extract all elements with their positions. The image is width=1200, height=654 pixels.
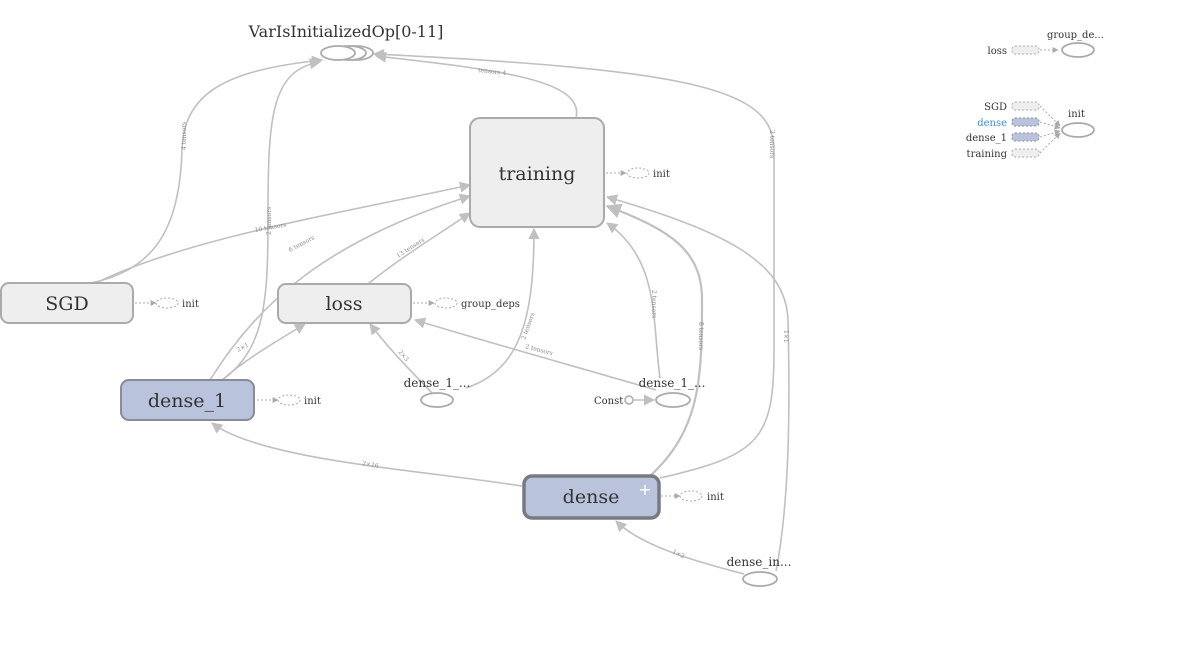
op-ellipse-dense-in [742, 571, 778, 587]
node-label-varisinitializedop: VarIsInitializedOp[0-11] [248, 22, 444, 41]
node-label-const: Const [594, 396, 623, 407]
node-label-dense: dense [563, 486, 620, 508]
aux-ellipse-dense-init [679, 490, 703, 502]
edge-d1b-loss [413, 317, 657, 391]
aux-label-loss-group: group_deps [461, 299, 520, 310]
edge-label-d1a-loss: 2×3 [396, 349, 410, 363]
edge-label-d1b-training: 2 tensors [650, 290, 657, 318]
aux-sgd-init[interactable]: init [155, 297, 199, 310]
aux-dense-init[interactable]: init [679, 490, 724, 503]
edge-loss-training [367, 212, 471, 285]
aux-label-training-init: init [653, 169, 670, 180]
aux-mini-box-dense-1[interactable] [1011, 132, 1040, 142]
edge-d1a-training [465, 227, 540, 389]
edge-dense-varis [372, 48, 775, 479]
edge-sgd-training [91, 181, 472, 286]
aux-ellipse-loss-group [434, 297, 458, 309]
node-dense[interactable]: dense + [522, 474, 661, 520]
node-box-dense-1[interactable] [120, 379, 255, 421]
node-training[interactable]: training [469, 117, 605, 228]
node-const[interactable]: Const [594, 395, 634, 407]
edge-label-dense1-varis: 2 tensors [266, 207, 273, 235]
node-dense-1-op-a[interactable]: dense_1_... [404, 376, 471, 408]
aux-group-deps-title: group_de... [1047, 30, 1104, 41]
edge-label-loss-training: 13 tensors [395, 236, 426, 259]
node-box-loss[interactable] [277, 283, 412, 324]
aux-label-dense1-init: init [304, 396, 321, 407]
aux-loss-group-deps[interactable]: group_deps [434, 297, 520, 310]
aux-init[interactable]: init SGD dense dense_1 training [966, 101, 1095, 160]
edges: 4 tensors 2 tensors tensors 4 2 tensors … [89, 48, 790, 575]
aux-mini-edge-sgd [1039, 105, 1061, 127]
aux-label-dense-init: init [707, 492, 724, 503]
edge-dense1-training [209, 193, 472, 381]
node-label-dense-1-op-a: dense_1_... [404, 376, 471, 390]
edge-label-densein-dense: 1×2 [671, 548, 686, 560]
expand-icon[interactable]: + [638, 480, 651, 499]
aux-panel: group_de... loss init SGD dense dense_1 … [966, 30, 1104, 160]
node-dense-1-op-b[interactable]: dense_1_... [639, 376, 706, 408]
aux-group-deps-ellipse [1061, 42, 1095, 58]
node-label-dense-1: dense_1 [148, 390, 226, 412]
aux-mini-box-dense[interactable] [1011, 117, 1040, 127]
edge-label-d1b-loss: 2 tensors [524, 343, 553, 357]
edge-label-dense-dense1: 2×16 [362, 460, 380, 470]
aux-init-item-dense: dense [977, 118, 1007, 129]
aux-init-item-sgd: SGD [984, 102, 1007, 113]
aux-init-item-dense-1: dense_1 [966, 133, 1007, 144]
edge-dense-dense1 [211, 422, 523, 487]
node-sgd[interactable]: SGD [0, 282, 134, 324]
node-box-sgd[interactable] [0, 282, 134, 324]
node-varisinitializedop[interactable]: VarIsInitializedOp[0-11] [248, 22, 444, 61]
aux-ellipse-training-init [626, 167, 650, 179]
edge-d1a-loss [369, 323, 433, 394]
aux-mini-edge-dense [1039, 121, 1061, 130]
edge-dense1-varis [221, 58, 322, 381]
edge-densein-dense [615, 520, 745, 575]
aux-training-init[interactable]: init [626, 167, 670, 180]
node-label-dense-in: dense_in... [727, 555, 792, 569]
edge-label-sgd-varis: 4 tensors [181, 122, 188, 150]
aux-init-item-training: training [967, 149, 1008, 160]
aux-mini-edge-dense-1 [1039, 129, 1061, 138]
edge-label-dense-training: 8 tensors [697, 322, 704, 350]
aux-label-sgd-init: init [182, 299, 199, 310]
op-ellipse-dense-1-b [655, 392, 691, 408]
edge-d1b-training [606, 222, 661, 379]
node-box-dense[interactable] [522, 474, 661, 520]
aux-init-ellipse [1061, 122, 1095, 138]
node-label-training: training [499, 163, 576, 185]
edge-label-dense-varis: 2 tensors [768, 130, 775, 158]
edge-training-varis [374, 51, 578, 119]
op-ellipse-dense-1-a [420, 392, 454, 408]
aux-group-deps[interactable]: group_de... loss [988, 30, 1104, 58]
aux-ellipse-dense1-init [277, 394, 301, 406]
edge-label-densein-training: 1×1 [782, 330, 789, 343]
node-label-loss: loss [325, 293, 362, 315]
aux-ellipse-sgd-init [155, 297, 179, 309]
node-loss[interactable]: loss [277, 283, 412, 324]
aux-init-title: init [1068, 109, 1085, 120]
node-dense-1[interactable]: dense_1 [120, 379, 255, 421]
aux-mini-edge-training [1039, 132, 1061, 154]
aux-mini-box-training[interactable] [1011, 148, 1040, 158]
node-box-training[interactable] [469, 117, 605, 228]
edge-label-training-varis: tensors 4 [478, 67, 507, 77]
edge-sgd-varis [89, 55, 324, 284]
edge-dense-training [605, 203, 704, 477]
edge-dense1-loss [221, 323, 306, 381]
aux-mini-box-sgd[interactable] [1011, 101, 1040, 111]
node-dense-in[interactable]: dense_in... [727, 555, 792, 587]
edge-label-dense1-training: 6 tensors [288, 234, 316, 253]
aux-mini-box-loss[interactable] [1011, 45, 1040, 55]
node-label-dense-1-op-b: dense_1_... [639, 376, 706, 390]
aux-group-deps-item-loss: loss [988, 46, 1007, 57]
edge-densein-training [605, 194, 790, 572]
aux-dense1-init[interactable]: init [277, 394, 321, 407]
series-ellipse-1 [320, 45, 356, 61]
const-circle [624, 395, 634, 405]
node-label-sgd: SGD [45, 293, 88, 315]
